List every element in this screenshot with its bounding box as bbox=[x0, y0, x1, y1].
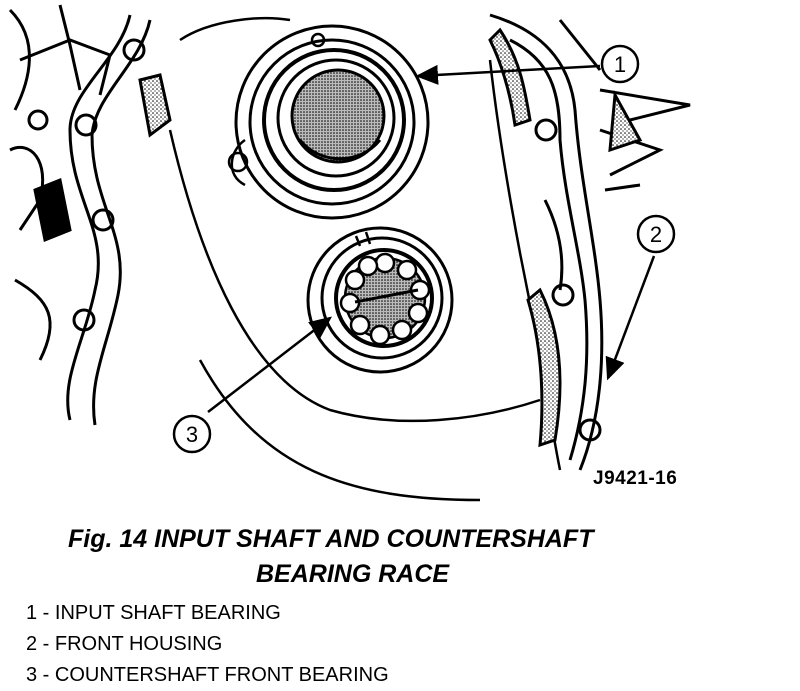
callout-3-leader bbox=[207, 316, 332, 413]
legend-item-3: 3 - COUNTERSHAFT FRONT BEARING bbox=[26, 664, 389, 686]
callout-2-number: 2 bbox=[650, 222, 662, 247]
callout-1-number: 1 bbox=[614, 52, 626, 77]
right-casting bbox=[558, 19, 691, 192]
legend: 1 - INPUT SHAFT BEARING 2 - FRONT HOUSIN… bbox=[26, 598, 389, 691]
figure-caption-line1: Fig. 14 INPUT SHAFT AND COUNTERSHAFT bbox=[68, 525, 594, 553]
callout-3: 3 bbox=[172, 414, 212, 454]
right-flange bbox=[488, 13, 604, 471]
legend-item-2: 2 - FRONT HOUSING bbox=[26, 633, 223, 655]
figure-id: J9421-16 bbox=[593, 468, 678, 489]
left-flange bbox=[27, 14, 172, 426]
legend-item-1: 1 - INPUT SHAFT BEARING bbox=[26, 602, 281, 624]
input-shaft-bearing bbox=[227, 24, 430, 220]
countershaft-front-bearing bbox=[306, 226, 454, 374]
left-casting bbox=[8, 4, 112, 361]
diagram-illustration: 1 2 3 bbox=[8, 4, 691, 502]
figure-caption-line2: BEARING RACE bbox=[256, 560, 450, 588]
callout-1: 1 bbox=[600, 44, 640, 84]
callout-3-number: 3 bbox=[186, 422, 198, 447]
callout-arrows bbox=[207, 64, 656, 413]
callout-2: 2 bbox=[636, 214, 676, 254]
callout-2-leader bbox=[605, 255, 656, 381]
callout-1-leader bbox=[415, 64, 601, 85]
